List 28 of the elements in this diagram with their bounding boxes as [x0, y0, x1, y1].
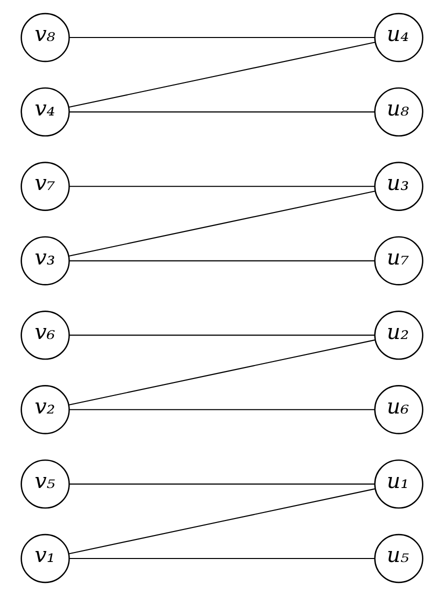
node-circle: v₈	[20, 12, 70, 62]
connector	[70, 186, 375, 187]
node-circle: u₅	[374, 534, 424, 584]
connector	[70, 260, 375, 262]
node-circle: v₄	[20, 87, 70, 137]
node-circle: u₆	[374, 385, 424, 434]
connector	[70, 111, 375, 112]
node-circle: u₄	[374, 12, 424, 62]
node-circle: v₁	[20, 534, 70, 584]
connector	[70, 36, 375, 38]
node-circle: u₇	[374, 236, 424, 286]
node-circle: u₂	[374, 310, 424, 360]
connector	[68, 339, 376, 406]
connector	[70, 409, 375, 410]
node-circle: u₃	[374, 162, 424, 211]
node-circle: u₁	[374, 459, 424, 509]
node-circle: v₆	[20, 310, 70, 360]
node-circle: v₂	[20, 385, 70, 434]
node-circle: u₈	[374, 87, 424, 137]
connector	[70, 334, 375, 336]
connector	[68, 42, 376, 108]
node-circle: v₅	[20, 459, 70, 509]
connector	[68, 190, 376, 257]
node-circle: v₇	[20, 162, 70, 211]
connector	[70, 484, 375, 485]
connector	[70, 558, 375, 560]
connector	[68, 488, 376, 554]
node-circle: v₃	[20, 236, 70, 286]
